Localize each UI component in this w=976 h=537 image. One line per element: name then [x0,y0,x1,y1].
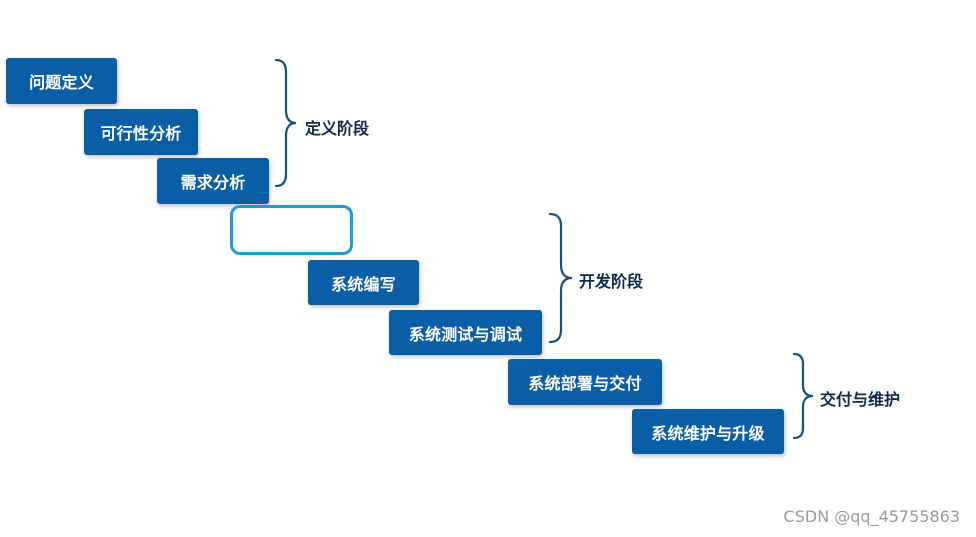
phase-label-development: 开发阶段 [579,272,644,291]
step-blank-placeholder [230,205,353,255]
brace-development-phase [548,212,573,344]
step-system-testing: 系统测试与调试 [389,310,542,355]
brace-definition-phase [274,58,297,188]
watermark-text: CSDN @qq_45755863 [783,507,960,526]
step-system-deployment: 系统部署与交付 [508,359,662,405]
step-requirements-analysis: 需求分析 [157,158,269,204]
phase-label-definition: 定义阶段 [305,119,370,138]
step-feasibility-analysis: 可行性分析 [84,109,198,155]
step-problem-definition: 问题定义 [6,58,117,104]
brace-delivery-maintenance [792,352,814,440]
step-system-maintenance: 系统维护与升级 [632,409,784,454]
phase-label-delivery-maintenance: 交付与维护 [820,390,901,409]
step-system-coding: 系统编写 [308,260,419,305]
